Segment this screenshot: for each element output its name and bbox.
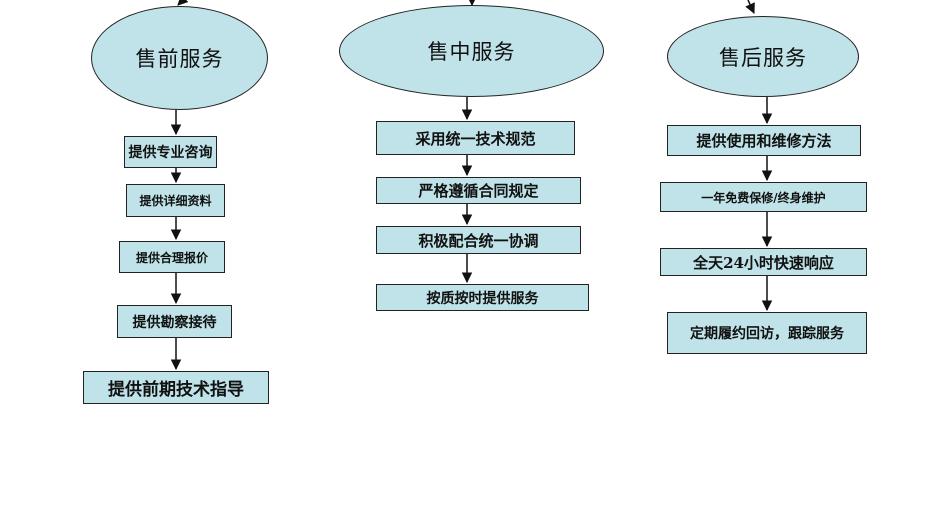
insale-step-coordination: 积极配合统一协调	[376, 226, 581, 254]
presale-step-survey-reception: 提供勘察接待	[117, 305, 232, 338]
incoming-arrow-presale	[177, 0, 189, 6]
insale-step-on-time-service: 按质按时提供服务	[376, 284, 589, 311]
presale-step-detailed-materials: 提供详细资料	[126, 184, 225, 217]
presale-step-reasonable-quote: 提供合理报价	[119, 241, 225, 273]
presale-service-node: 售前服务	[91, 6, 268, 110]
presale-step-technical-guidance: 提供前期技术指导	[83, 371, 269, 404]
insale-service-node: 售中服务	[339, 5, 604, 97]
incoming-arrow-aftersale	[745, 0, 755, 14]
insale-step-unified-spec: 采用统一技术规范	[376, 121, 575, 155]
aftersale-service-node: 售后服务	[667, 16, 859, 97]
aftersale-step-warranty: 一年免费保修/终身维护	[660, 182, 867, 212]
insale-step-contract-compliance: 严格遵循合同规定	[376, 177, 581, 204]
aftersale-step-follow-up: 定期履约回访，跟踪服务	[667, 312, 867, 354]
presale-step-professional-consulting: 提供专业咨询	[124, 136, 217, 168]
aftersale-step-24h-response: 全天24小时快速响应	[660, 248, 867, 276]
aftersale-step-usage-repair: 提供使用和维修方法	[667, 125, 861, 156]
